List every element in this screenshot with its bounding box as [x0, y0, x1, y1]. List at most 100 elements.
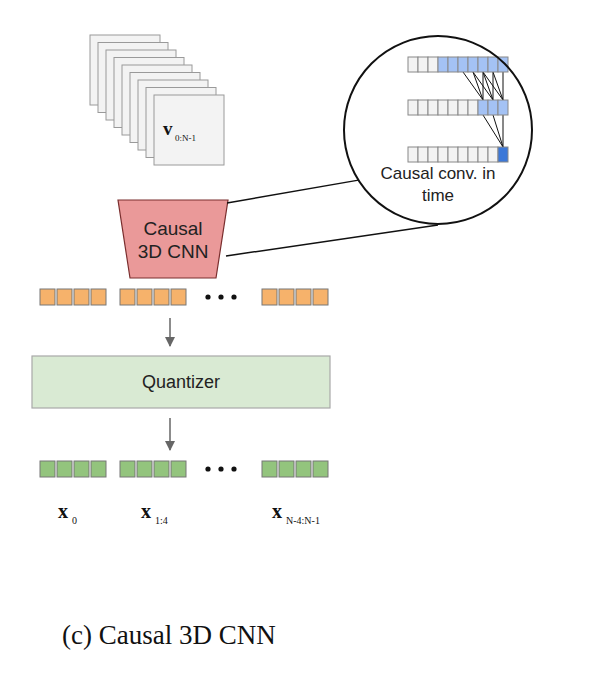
zoom-leader-line: [226, 225, 438, 256]
time-cell: [478, 147, 488, 162]
node-outline: [343, 35, 533, 225]
token-cell: [74, 461, 89, 477]
time-cell: [468, 57, 478, 72]
token-subscript: 1:4: [155, 515, 168, 526]
ellipsis-dot: [231, 466, 236, 471]
time-cell: [488, 147, 498, 162]
token-cell: [154, 461, 169, 477]
flow-arrow: [169, 418, 171, 450]
frames-subscript: 0:N-1: [175, 133, 196, 143]
time-cell: [428, 100, 438, 115]
time-cell: [498, 100, 508, 115]
ellipsis-dot: [205, 466, 210, 471]
time-cell: [418, 100, 428, 115]
zoom-leader-line: [227, 180, 358, 203]
time-cell: [458, 57, 468, 72]
token-cell: [137, 289, 152, 305]
token-symbol: x: [58, 500, 68, 523]
node-outline: [32, 356, 330, 408]
token-symbol: x: [141, 500, 151, 523]
token-cell: [120, 461, 135, 477]
video-frame: [106, 50, 176, 120]
token-cell: [120, 289, 135, 305]
token-cell: [137, 461, 152, 477]
token-cell: [57, 461, 72, 477]
video-frame: [98, 43, 168, 113]
time-cell: [438, 147, 448, 162]
token-cell: [57, 289, 72, 305]
magnifier-circle: Causal conv. in time: [343, 35, 533, 225]
token-cell: [296, 461, 311, 477]
token-cell: [262, 461, 277, 477]
time-cell: [458, 100, 468, 115]
conv-link: [483, 115, 503, 147]
video-frame: [154, 95, 224, 165]
video-frame: [114, 58, 184, 128]
conv-link: [473, 72, 483, 100]
frames-symbol: v: [163, 118, 173, 140]
quantizer-box: Quantizer: [32, 356, 330, 408]
token-subscript: N-4:N-1: [286, 515, 320, 526]
token-cell: [279, 461, 294, 477]
conv-link: [483, 72, 493, 100]
token-rows: [40, 289, 328, 477]
conv-link: [463, 72, 483, 100]
video-frame: [130, 73, 200, 143]
node-label: Quantizer: [32, 370, 330, 394]
token-cell: [279, 289, 294, 305]
time-cell: [438, 100, 448, 115]
token-cell: [91, 289, 106, 305]
node-label: Causal conv. in time: [373, 163, 503, 207]
figure-caption: (c) Causal 3D CNN: [62, 620, 276, 651]
time-cell: [458, 147, 468, 162]
time-cell: [468, 147, 478, 162]
video-frame-stack: [90, 35, 224, 165]
ellipsis-dot: [218, 294, 223, 299]
token-cell: [296, 289, 311, 305]
cnn-encoder: Causal 3D CNN: [118, 200, 228, 278]
time-cell: [488, 57, 498, 72]
node-label: Causal 3D CNN: [134, 217, 212, 263]
node-outline: [118, 200, 228, 278]
time-cell: [498, 147, 508, 162]
time-cell: [408, 57, 418, 72]
token-cell: [154, 289, 169, 305]
conv-link: [503, 72, 504, 100]
time-cell: [408, 147, 418, 162]
time-cell: [428, 147, 438, 162]
time-cell: [488, 100, 498, 115]
conv-link: [483, 72, 484, 100]
token-cell: [40, 461, 55, 477]
time-cell: [448, 147, 458, 162]
time-cell: [448, 100, 458, 115]
video-frame: [138, 80, 208, 150]
conv-link: [483, 72, 503, 100]
ellipsis-dot: [205, 294, 210, 299]
time-cell: [418, 147, 428, 162]
node-shape: [32, 356, 330, 408]
video-frame: [146, 88, 216, 158]
token-cell: [40, 289, 55, 305]
time-cell: [478, 100, 488, 115]
token-symbol: x: [272, 500, 282, 523]
ellipsis-dot: [231, 294, 236, 299]
ellipsis-dot: [218, 466, 223, 471]
node-shape: [118, 200, 228, 278]
conv-link: [503, 115, 504, 147]
token-cell: [313, 461, 328, 477]
time-cell: [408, 100, 418, 115]
token-subscript: 0: [72, 515, 77, 526]
causal-conv-illustration: [408, 57, 508, 162]
video-frame: [90, 35, 160, 105]
conv-link: [493, 115, 503, 147]
time-cell: [418, 57, 428, 72]
conv-link: [493, 72, 494, 100]
time-cell: [428, 57, 438, 72]
time-cell: [498, 57, 508, 72]
